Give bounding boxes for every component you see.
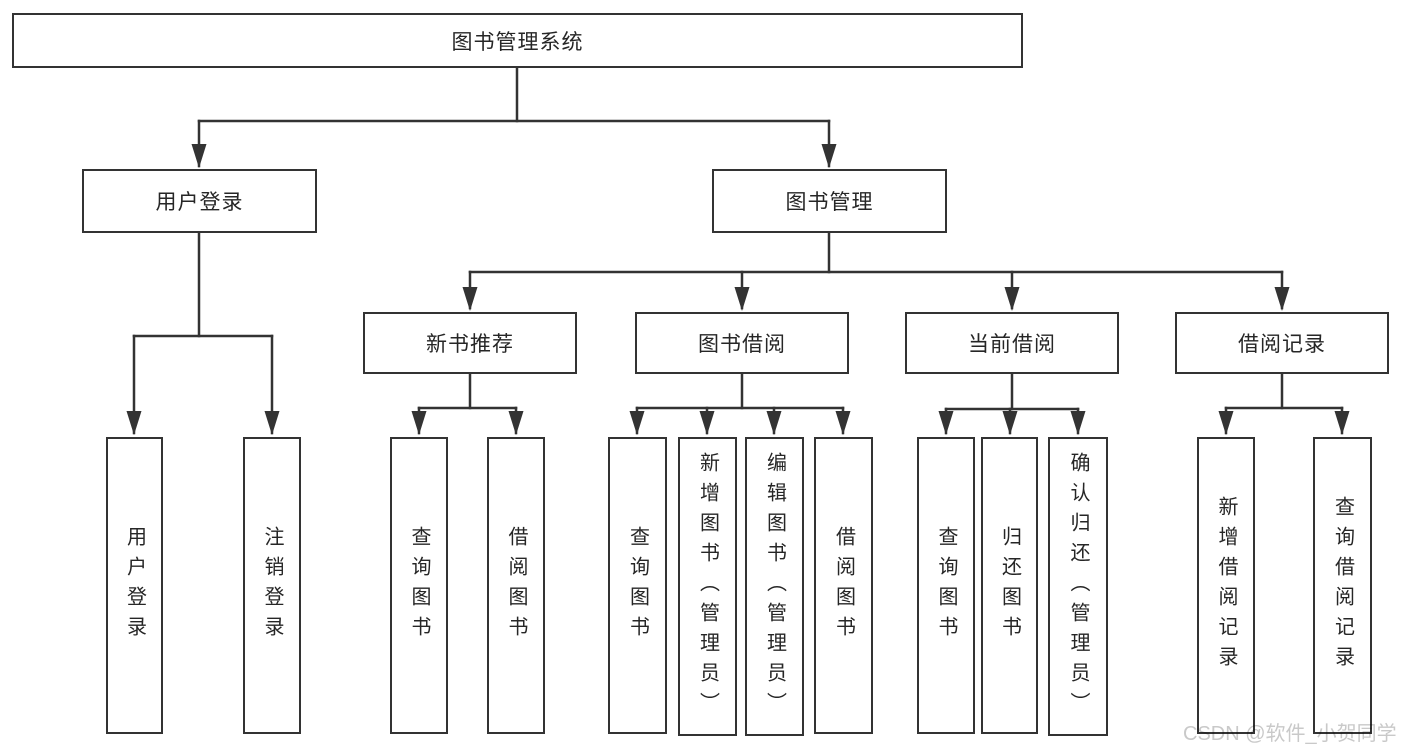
node-add-books-admin-label: 新增图书（管理员） (696, 451, 719, 722)
node-new-book-recommendation-label: 新书推荐 (426, 333, 514, 356)
node-logout-label: 注销登录 (261, 525, 283, 646)
node-query-books-current: 查询图书 (917, 437, 975, 734)
node-current-borrowing-label: 当前借阅 (968, 333, 1056, 356)
node-edit-books-admin: 编辑图书（管理员） (745, 437, 804, 736)
node-logout: 注销登录 (243, 437, 301, 734)
node-confirm-return-admin-label: 确认归还（管理员） (1067, 451, 1089, 722)
node-borrowing-records-label: 借阅记录 (1238, 333, 1326, 356)
node-query-borrow-record-label: 查询借阅记录 (1331, 495, 1354, 676)
node-add-books-admin: 新增图书（管理员） (678, 437, 737, 736)
node-confirm-return-admin: 确认归还（管理员） (1048, 437, 1108, 736)
node-current-borrowing: 当前借阅 (905, 312, 1119, 374)
node-new-book-recommendation: 新书推荐 (363, 312, 577, 374)
node-root: 图书管理系统 (12, 13, 1023, 68)
node-return-books: 归还图书 (981, 437, 1038, 734)
node-book-borrowing: 图书借阅 (635, 312, 849, 374)
node-edit-books-admin-label: 编辑图书（管理员） (763, 451, 786, 722)
node-query-borrow-record: 查询借阅记录 (1313, 437, 1372, 734)
node-query-books-current-label: 查询图书 (935, 525, 957, 646)
node-book-management-label: 图书管理 (785, 191, 874, 214)
node-borrow-books-recommend: 借阅图书 (487, 437, 545, 734)
node-query-books-recommend-label: 查询图书 (408, 525, 430, 646)
node-add-borrow-record: 新增借阅记录 (1197, 437, 1255, 734)
node-query-books-borrowing-label: 查询图书 (626, 525, 649, 646)
node-borrow-books-borrowing-label: 借阅图书 (832, 525, 855, 646)
node-book-borrowing-label: 图书借阅 (698, 333, 786, 356)
node-borrowing-records: 借阅记录 (1175, 312, 1389, 374)
node-root-label: 图书管理系统 (451, 30, 584, 54)
node-query-books-borrowing: 查询图书 (608, 437, 667, 734)
node-return-books-label: 归还图书 (998, 525, 1021, 646)
node-add-borrow-record-label: 新增借阅记录 (1215, 495, 1237, 676)
node-borrow-books-recommend-label: 借阅图书 (505, 525, 527, 646)
csdn-watermark: CSDN @软件_小贺同学 (1183, 723, 1397, 745)
node-user-login-leaf-label: 用户登录 (123, 525, 146, 646)
node-query-books-recommend: 查询图书 (390, 437, 448, 734)
node-book-management: 图书管理 (712, 169, 947, 233)
node-user-login-leaf: 用户登录 (106, 437, 163, 734)
node-borrow-books-borrowing: 借阅图书 (814, 437, 873, 734)
node-user-login-label: 用户登录 (155, 191, 244, 214)
node-user-login: 用户登录 (82, 169, 317, 233)
